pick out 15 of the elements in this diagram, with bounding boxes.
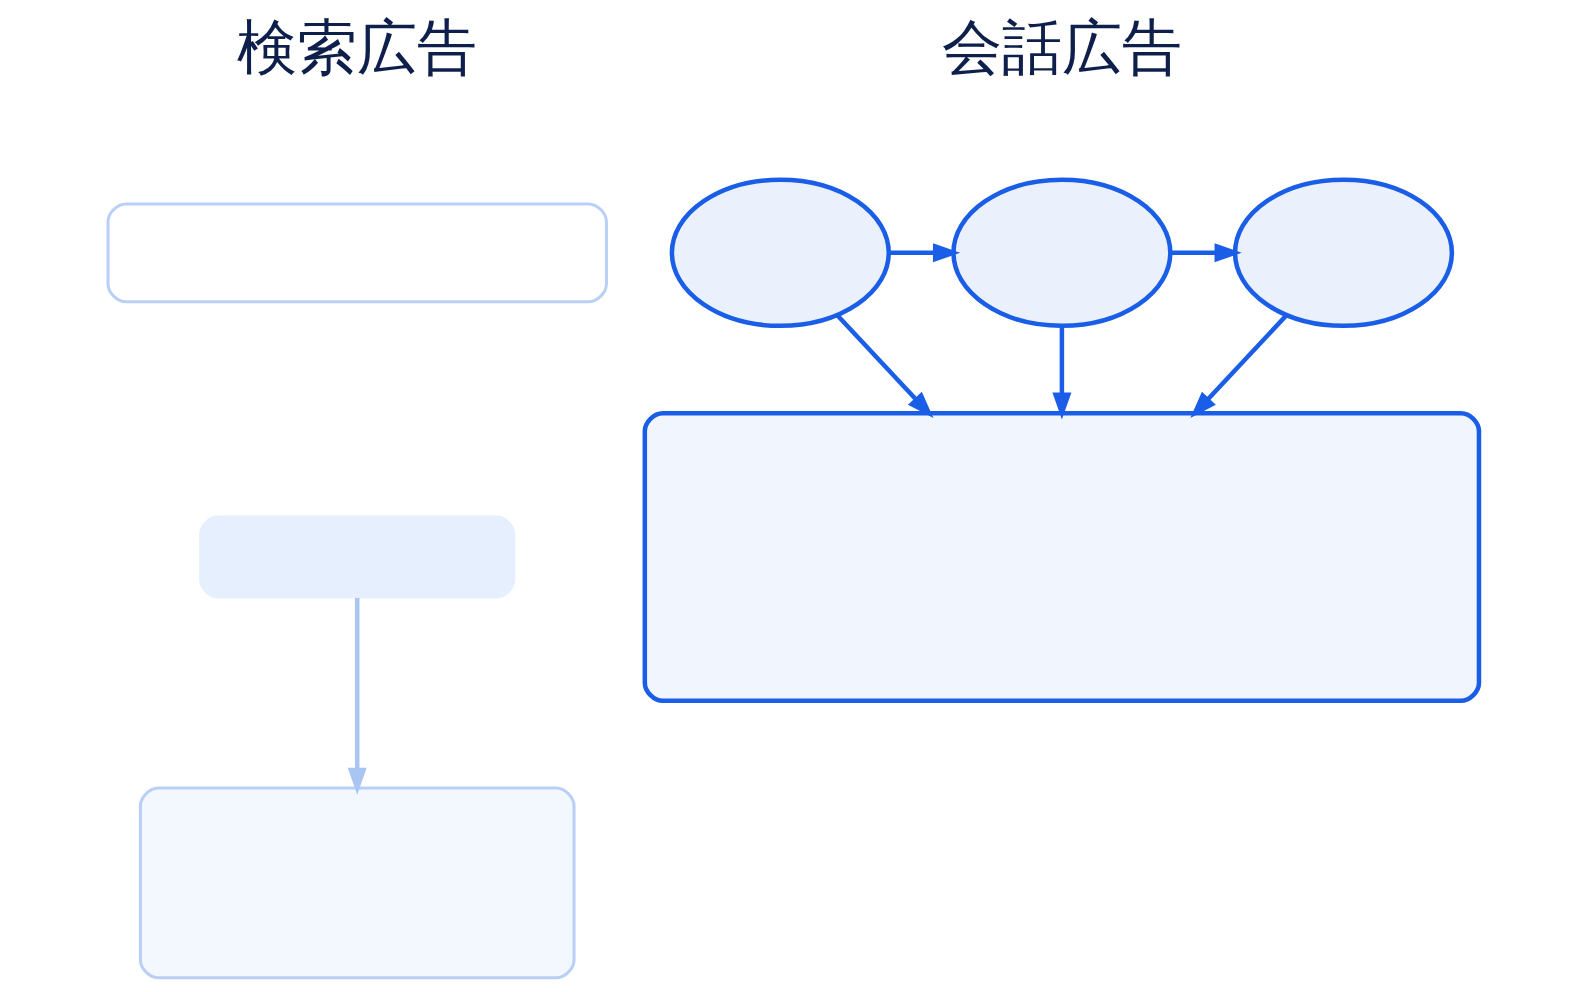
arrow [888, 243, 960, 263]
node-box [198, 515, 515, 599]
arrow [1170, 243, 1242, 263]
label: 会話広告 [941, 14, 1182, 82]
arrow [835, 313, 933, 419]
arrow [1051, 326, 1071, 420]
label: 検索広告 [236, 14, 477, 82]
node-box [138, 786, 576, 980]
node-bubble [669, 177, 891, 329]
node-bubble [950, 177, 1173, 329]
node-box [642, 410, 1481, 704]
node-box [106, 202, 608, 304]
arrow [1189, 313, 1288, 419]
node-bubble [1232, 177, 1454, 329]
arrow [347, 598, 367, 795]
